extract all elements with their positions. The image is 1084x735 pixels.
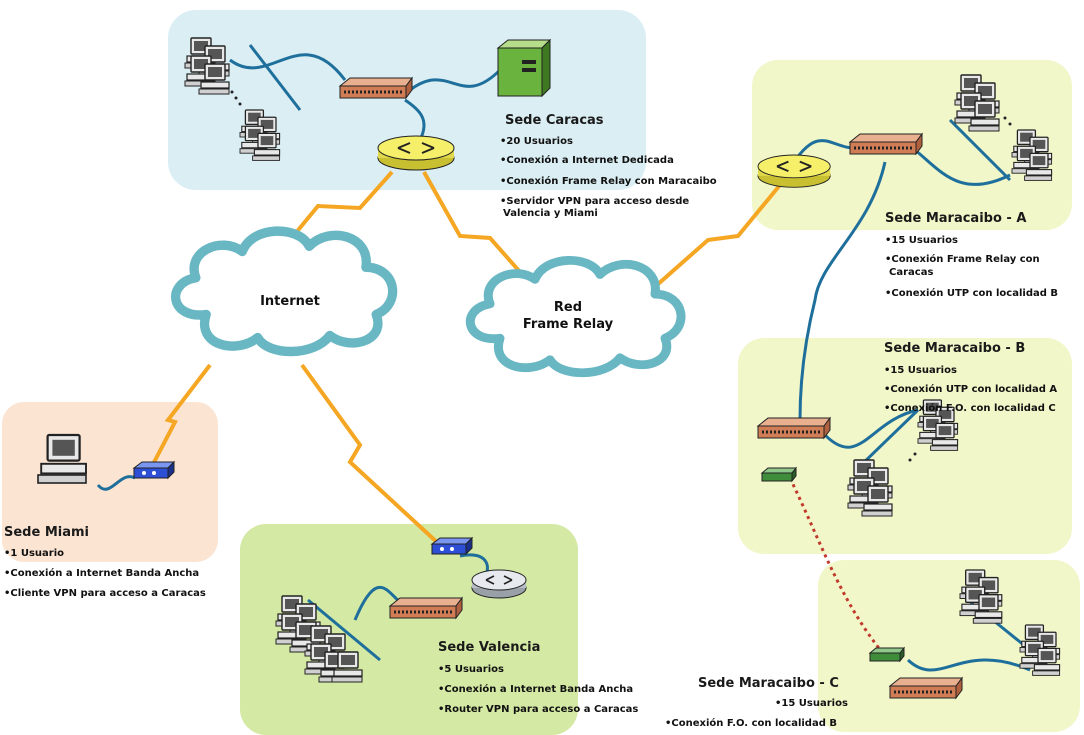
caracas-bullet-5: Valencia y Miami xyxy=(503,208,598,219)
maracaibo-c-region xyxy=(818,560,1080,732)
valencia-bullet-2: •Conexión a Internet Banda Ancha xyxy=(438,683,633,695)
valencia-info: Sede Valencia •5 Usuarios •Conexión a In… xyxy=(438,640,638,715)
maracaibo-a-bullet-4: •Conexión UTP con localidad B xyxy=(885,287,1058,299)
caracas-bullet-4: •Servidor VPN para acceso desde xyxy=(500,196,689,207)
framerelay-label-1: Red xyxy=(554,300,582,315)
maracaibo-a-bullet-1: •15 Usuarios xyxy=(885,235,958,246)
internet-cloud: Internet xyxy=(176,231,393,351)
valencia-title: Sede Valencia xyxy=(438,640,540,655)
caracas-info: Sede Caracas •20 Usuarios •Conexión a In… xyxy=(500,113,717,219)
caracas-devices xyxy=(185,38,552,171)
internet-label: Internet xyxy=(260,294,320,309)
maracaibo-b-devices xyxy=(756,400,958,516)
caracas-bullet-2: •Conexión a Internet Dedicada xyxy=(500,154,674,166)
maracaibo-a-devices xyxy=(757,75,1052,189)
caracas-bullet-3: •Conexión Frame Relay con Maracaibo xyxy=(500,175,717,187)
caracas-switch xyxy=(338,76,414,100)
maracaibo-b-info: Sede Maracaibo - B •15 Usuarios •Conexió… xyxy=(884,341,1057,414)
link-framerelay-maracaibo xyxy=(638,183,782,302)
caracas-bullet-1: •20 Usuarios xyxy=(500,136,573,147)
framerelay-label-2: Frame Relay xyxy=(523,317,614,332)
framerelay-cloud: Red Frame Relay xyxy=(470,260,681,372)
fiber-link-b-c xyxy=(788,477,884,653)
caracas-title: Sede Caracas xyxy=(505,113,604,128)
maracaibo-a-title: Sede Maracaibo - A xyxy=(885,211,1026,226)
link-caracas-internet xyxy=(278,170,394,254)
maracaibo-b-bullet-2: •Conexión UTP con localidad A xyxy=(884,383,1057,395)
maracaibo-a-bullet-3: Caracas xyxy=(889,267,933,278)
caracas-pc-group-2 xyxy=(240,110,280,160)
wan-links xyxy=(148,170,782,547)
maracaibo-c-bullet-2: •Conexión F.O. con localidad B xyxy=(665,717,837,729)
miami-bullet-2: •Conexión a Internet Banda Ancha xyxy=(4,567,199,579)
maracaibo-b-bullet-1: •15 Usuarios xyxy=(884,365,957,376)
link-caracas-framerelay xyxy=(422,171,522,274)
maracaibo-b-bullet-3: •Conexión F.O. con localidad C xyxy=(884,402,1056,414)
miami-bullet-1: •1 Usuario xyxy=(4,548,64,559)
caracas-pc-group-1 xyxy=(185,38,229,94)
miami-bullet-3: •Cliente VPN para acceso a Caracas xyxy=(4,588,206,599)
caracas-server xyxy=(496,38,552,98)
valencia-bullet-1: •5 Usuarios xyxy=(438,664,504,675)
miami-info: Sede Miami •1 Usuario •Conexión a Intern… xyxy=(4,525,206,599)
link-internet-miami xyxy=(148,363,212,471)
caracas-router xyxy=(377,135,455,171)
maracaibo-c-title: Sede Maracaibo - C xyxy=(698,676,839,691)
maracaibo-c-bullet-1: •15 Usuarios xyxy=(775,698,848,709)
link-internet-valencia xyxy=(300,363,442,547)
valencia-bullet-3: •Router VPN para acceso a Caracas xyxy=(438,704,638,715)
miami-title: Sede Miami xyxy=(4,525,89,540)
maracaibo-b-region xyxy=(738,338,1072,554)
maracaibo-a-bullet-2: •Conexión Frame Relay con xyxy=(885,253,1040,265)
maracaibo-b-title: Sede Maracaibo - B xyxy=(884,341,1025,356)
maracaibo-c-info: Sede Maracaibo - C •15 Usuarios •Conexió… xyxy=(665,676,848,729)
maracaibo-a-info: Sede Maracaibo - A •15 Usuarios •Conexió… xyxy=(885,211,1058,299)
